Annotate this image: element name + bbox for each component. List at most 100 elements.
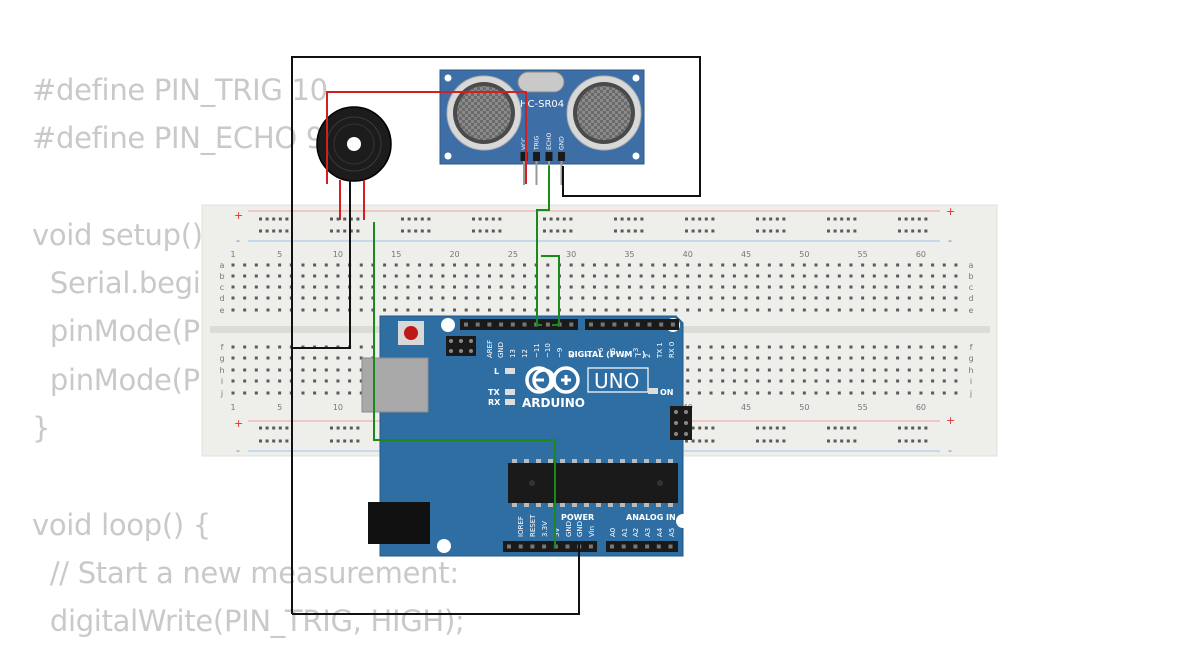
breadboard-hole [488,274,492,278]
breadboard-hole [272,217,276,221]
breadboard-hole [721,356,725,360]
breadboard-hole [464,274,468,278]
digital-pin-label: AREF [486,340,494,358]
column-number: 45 [741,250,751,259]
breadboard-hole [896,296,900,300]
breadboard-hole [827,217,830,221]
digital-pin-label: ~11 [533,343,541,358]
breadboard-hole [711,426,715,430]
breadboard-hole [324,296,328,300]
breadboard-hole [791,274,795,278]
breadboard-hole [285,439,289,443]
breadboard-hole [919,345,923,349]
breadboard-hole [592,308,596,312]
breadboard-hole [709,296,713,300]
breadboard-hole [685,439,688,443]
breadboard-hole [614,217,617,221]
breadboard-hole [359,263,363,267]
breadboard-hole [336,263,340,267]
wire-black-buzzer[interactable] [291,180,351,360]
breadboard-hole [301,285,305,289]
breadboard-hole [769,229,773,233]
breadboard-hole [833,426,837,430]
breadboard-hole [884,296,888,300]
breadboard-hole [954,379,958,383]
breadboard-hole [898,229,901,233]
breadboard-hole [324,391,328,395]
row-letter: a [220,261,225,270]
breadboard-hole [911,426,915,430]
breadboard-hole [592,274,596,278]
breadboard-hole [884,308,888,312]
wire-green-echo[interactable] [536,166,550,326]
breadboard-hole [616,274,620,278]
breadboard-hole [259,426,262,430]
breadboard-hole [464,308,468,312]
power-pin-label: 3.3V [541,521,549,537]
breadboard-hole [872,391,876,395]
breadboard-hole [907,345,911,349]
breadboard-hole [359,368,363,372]
breadboard-hole [767,345,771,349]
wire-green-buzzer[interactable] [373,222,556,548]
sensor-pin [545,152,553,161]
header-hole [464,322,468,327]
breadboard-hole [691,217,695,221]
breadboard-hole [604,308,608,312]
breadboard-hole [942,308,946,312]
breadboard-hole [779,391,783,395]
breadboard-hole [662,274,666,278]
breadboard-hole [359,274,363,278]
power-pin-label: GND [565,521,573,537]
breadboard-hole [791,296,795,300]
breadboard-hole [756,263,760,267]
column-number: 5 [277,403,282,412]
breadboard-hole [674,296,678,300]
breadboard-hole [301,368,305,372]
breadboard-hole [756,379,760,383]
wire-black-ground[interactable] [292,544,580,615]
breadboard-hole [254,391,258,395]
breadboard-hole [721,274,725,278]
header-hole [569,322,574,327]
breadboard-hole [779,368,783,372]
breadboard-hole [853,439,857,443]
row-letter: e [969,306,974,315]
breadboard-hole [721,391,725,395]
analog-pin-label: A0 [609,528,617,537]
chip-leg [548,503,553,507]
breadboard-hole [324,263,328,267]
breadboard-hole [732,368,736,372]
breadboard-hole [549,217,553,221]
breadboard-hole [709,263,713,267]
breadboard-hole [917,439,921,443]
breadboard-hole [697,274,701,278]
breadboard-hole [640,217,644,221]
breadboard-hole [254,356,258,360]
breadboard-hole [301,263,305,267]
breadboard-hole [549,229,553,233]
wire-black-loop[interactable] [291,56,701,614]
column-number: 35 [624,250,634,259]
breadboard-hole [917,217,921,221]
breadboard-hole [942,274,946,278]
breadboard-hole [931,296,935,300]
reset-button[interactable] [404,326,418,340]
breadboard-hole [898,217,901,221]
wire-green-trig[interactable] [541,255,560,326]
sensor-pin [520,152,528,161]
breadboard-hole [826,345,830,349]
breadboard-hole [884,391,888,395]
header-hole [647,322,652,327]
piezo-buzzer[interactable] [316,106,392,220]
breadboard-hole [849,345,853,349]
header-hole [633,544,638,549]
breadboard-hole [954,274,958,278]
wire-red-vcc[interactable] [326,91,527,184]
arduino-mount-hole [676,514,690,528]
row-letter: c [969,283,973,292]
breadboard-hole [278,229,282,233]
breadboard-hole [485,229,489,233]
